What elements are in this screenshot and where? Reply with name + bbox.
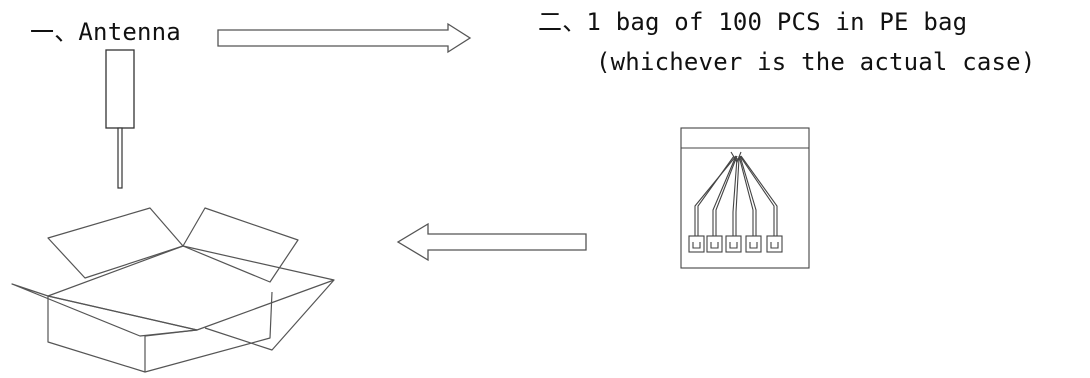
step-2-label: 二、1 bag of 100 PCS in PE bag	[538, 8, 968, 36]
arrow-right-icon	[217, 22, 472, 54]
step-2-note: (whichever is the actual case)	[596, 48, 1036, 76]
step-1-label: 一、Antenna	[30, 18, 181, 46]
arrow-left-icon	[396, 222, 587, 262]
antenna-icon	[105, 49, 135, 189]
pe-bag-icon	[680, 127, 810, 269]
open-carton-box-icon	[11, 207, 335, 373]
